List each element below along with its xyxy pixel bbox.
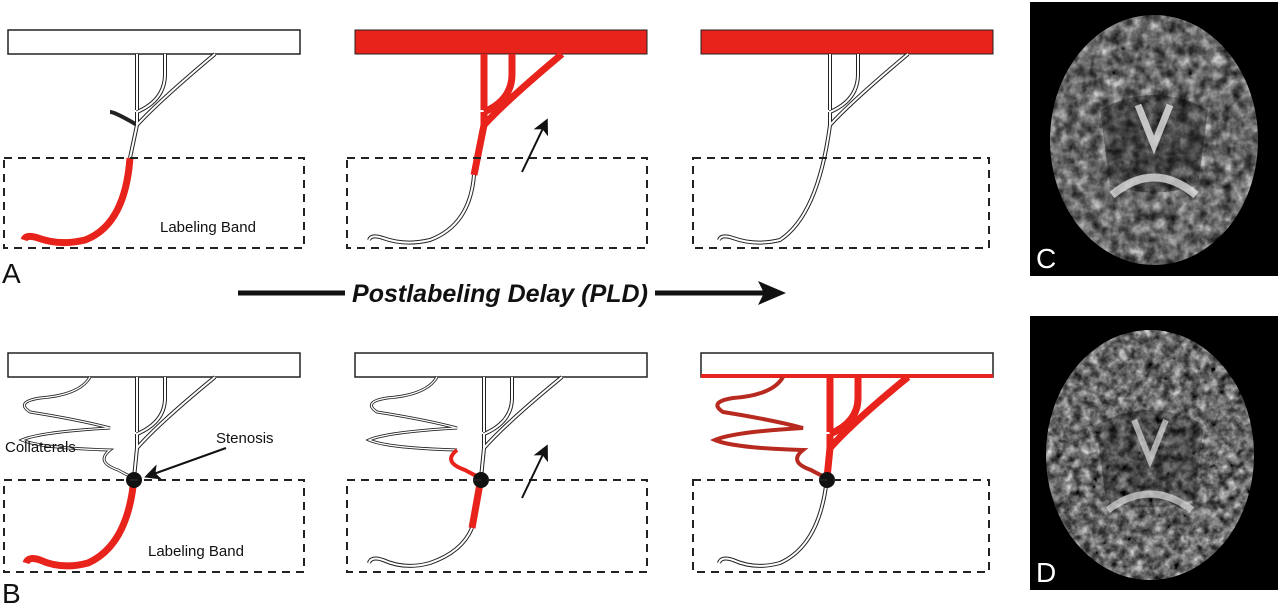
labeled-blood xyxy=(22,477,138,570)
mri-panel-c: C xyxy=(1030,2,1278,276)
tissue-bar-labeled xyxy=(700,29,994,55)
labeling-band-label: Labeling Band xyxy=(160,219,256,236)
panel-letter-a: A xyxy=(2,258,21,289)
panel-letter-c: C xyxy=(1036,243,1056,274)
labeled-blood xyxy=(823,374,911,479)
vessel-outline xyxy=(717,477,829,568)
stenosis-arrow xyxy=(144,447,227,480)
panel-letter-d: D xyxy=(1036,557,1056,588)
vessel-outline xyxy=(367,174,476,245)
collateral-vessel xyxy=(365,376,458,452)
panel-a1: Labeling Band A xyxy=(2,29,305,289)
pld-axis: Postlabeling Delay (PLD) xyxy=(238,280,786,308)
tissue-bar xyxy=(700,352,994,378)
labeling-band-label: Labeling Band xyxy=(148,543,244,560)
labeled-collateral xyxy=(710,375,828,480)
vessel-outline xyxy=(479,375,564,479)
labeling-band-box xyxy=(346,157,648,249)
tissue-bar xyxy=(7,29,301,55)
panel-b1: Collaterals Stenosis Labeling Band B xyxy=(2,352,305,606)
tissue-bar xyxy=(7,352,301,378)
collaterals-label: Collaterals xyxy=(5,439,76,456)
vessel-outline xyxy=(132,375,217,479)
stenosis-label: Stenosis xyxy=(216,430,274,447)
panel-a3 xyxy=(692,29,994,249)
panel-a2 xyxy=(346,29,648,249)
labeled-blood xyxy=(20,157,134,247)
pld-label: Postlabeling Delay (PLD) xyxy=(352,280,648,308)
vessel-outline xyxy=(717,52,910,245)
labeling-band-box xyxy=(692,479,990,573)
tissue-bar-labeled xyxy=(354,29,648,55)
flow-arrow xyxy=(521,118,549,173)
panel-b3 xyxy=(692,352,994,573)
labeled-blood xyxy=(470,51,565,176)
mri-panel-d: D xyxy=(1030,316,1278,590)
labeling-band-box xyxy=(692,157,990,249)
labeling-band-box xyxy=(3,157,305,249)
panel-letter-b: B xyxy=(2,578,21,606)
pld-arrowhead xyxy=(758,281,786,305)
flow-arrow xyxy=(521,444,549,499)
tissue-bar xyxy=(354,352,648,378)
panel-b2 xyxy=(346,352,648,573)
collateral-vessel xyxy=(18,376,135,480)
labeling-band-box xyxy=(346,479,648,573)
